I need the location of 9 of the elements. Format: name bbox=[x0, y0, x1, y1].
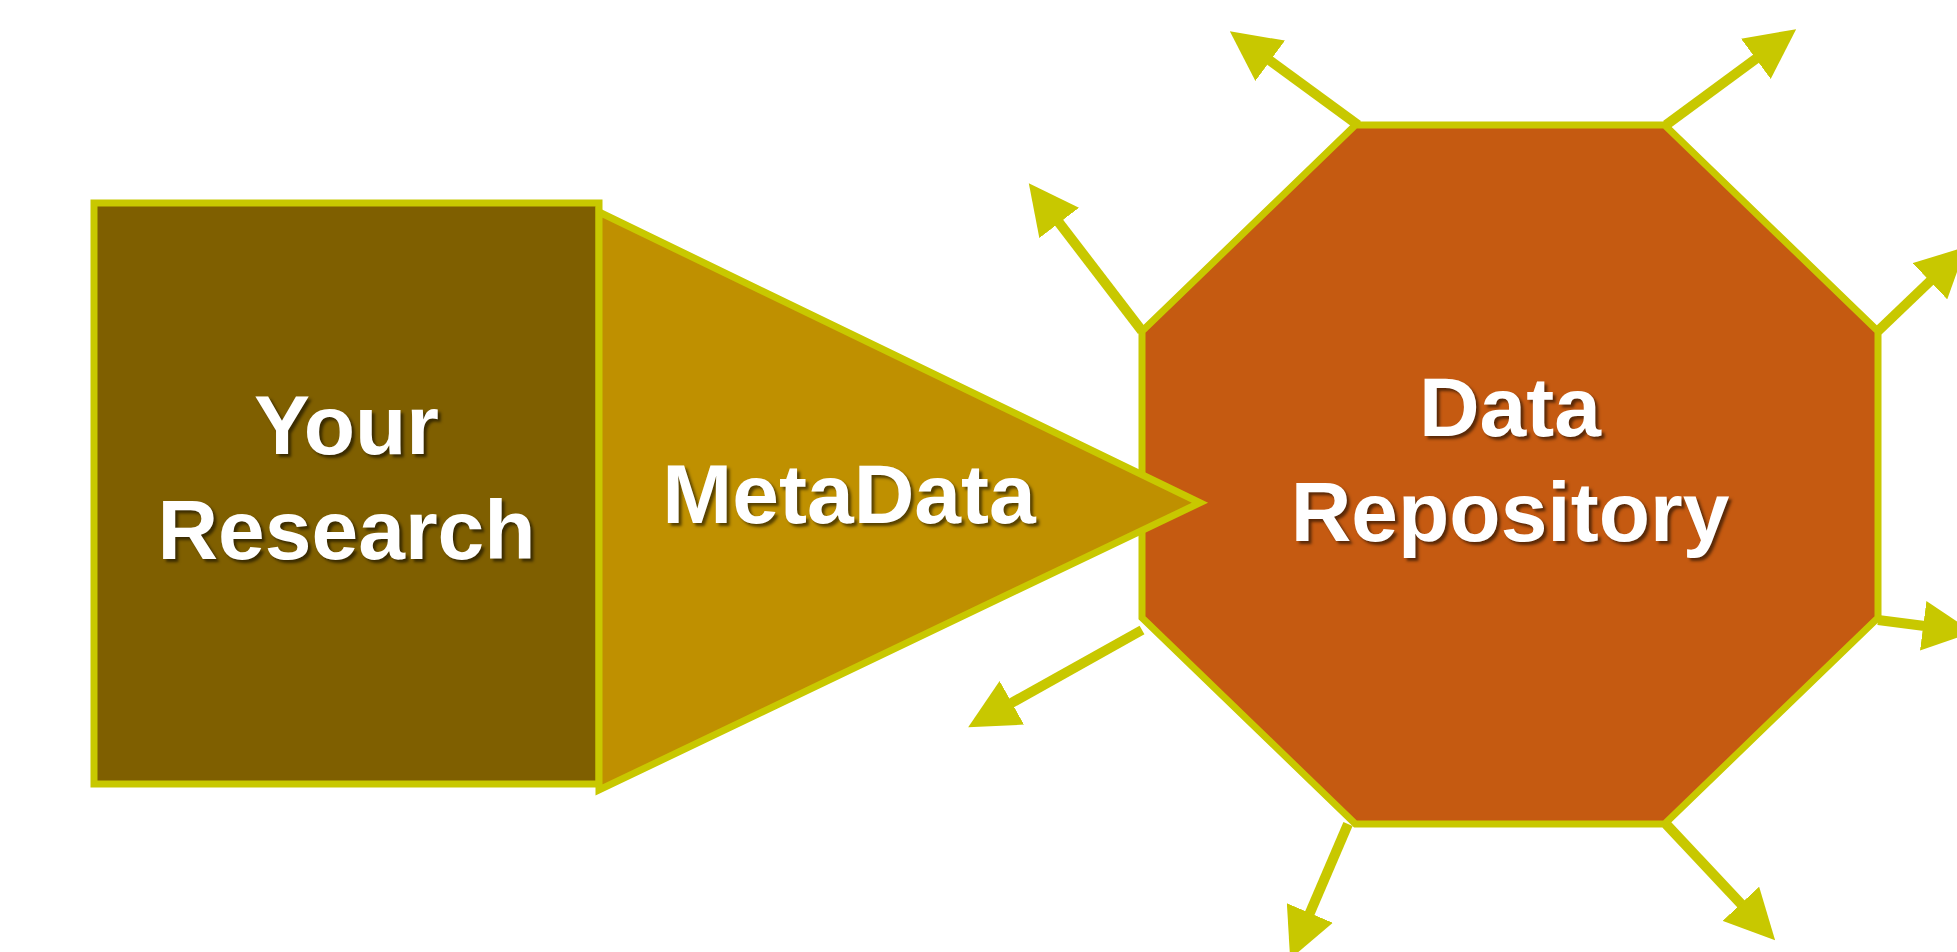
node-label: MetaData bbox=[661, 446, 1038, 543]
node-label: Your Research bbox=[156, 377, 537, 579]
arrow bbox=[968, 625, 1145, 728]
arrow bbox=[1286, 822, 1353, 952]
arrow bbox=[1028, 183, 1146, 335]
arrow bbox=[1662, 820, 1776, 941]
arrow bbox=[1663, 29, 1797, 130]
node-label: Data Repository bbox=[1289, 359, 1731, 561]
arrow bbox=[1877, 601, 1957, 651]
